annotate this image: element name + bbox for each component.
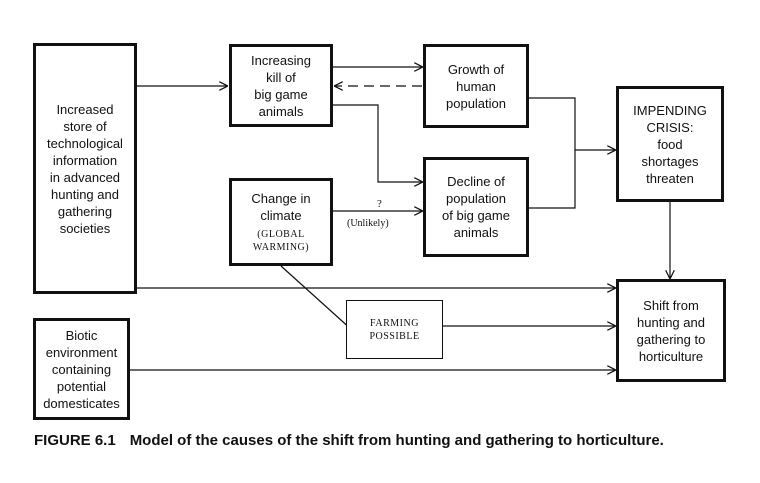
arrow-decline-to-crisis — [529, 150, 576, 209]
arrow-climate-to-farming — [280, 265, 353, 331]
technological-information-text: Increased store of technological informa… — [47, 101, 123, 236]
box-biotic-environment: Biotic environment containing potential … — [33, 318, 130, 420]
box-technological-information: Increased store of technological informa… — [33, 43, 137, 294]
question-mark-label: ? — [377, 198, 382, 210]
decline-of-population-text: Decline of population of big game animal… — [442, 174, 510, 240]
change-in-climate-text: Change in climate — [251, 191, 311, 223]
farming-possible-text: FARMING POSSIBLE — [369, 317, 420, 342]
growth-of-population-text: Growth of human population — [446, 61, 506, 111]
shift-to-horticulture-text: Shift from hunting and gathering to hort… — [636, 297, 706, 364]
arrow-kill-to-decline — [333, 104, 422, 182]
global-warming-text: (GLOBAL WARMING) — [252, 229, 310, 253]
figure-caption: FIGURE 6.1 Model of the causes of the shi… — [34, 431, 734, 450]
box-change-in-climate: Change in climate (GLOBAL WARMING) — [229, 178, 333, 266]
box-farming-possible: FARMING POSSIBLE — [346, 300, 443, 359]
unlikely-label: (Unlikely) — [347, 218, 389, 229]
box-impending-crisis: IMPENDING CRISIS: food shortages threate… — [616, 86, 724, 202]
figure-number: FIGURE 6.1 — [34, 432, 116, 449]
biotic-environment-text: Biotic environment containing potential … — [43, 327, 120, 411]
increasing-kill-text: Increasing kill of big game animals — [251, 52, 311, 119]
box-decline-of-population: Decline of population of big game animal… — [423, 157, 529, 257]
box-increasing-kill: Increasing kill of big game animals — [229, 44, 333, 127]
box-growth-of-population: Growth of human population — [423, 44, 529, 128]
box-shift-to-horticulture: Shift from hunting and gathering to hort… — [616, 279, 726, 382]
figure-caption-text: Model of the causes of the shift from hu… — [129, 432, 664, 449]
impending-crisis-text: IMPENDING CRISIS: food shortages threate… — [633, 102, 707, 186]
arrow-growth-to-crisis — [529, 97, 615, 150]
